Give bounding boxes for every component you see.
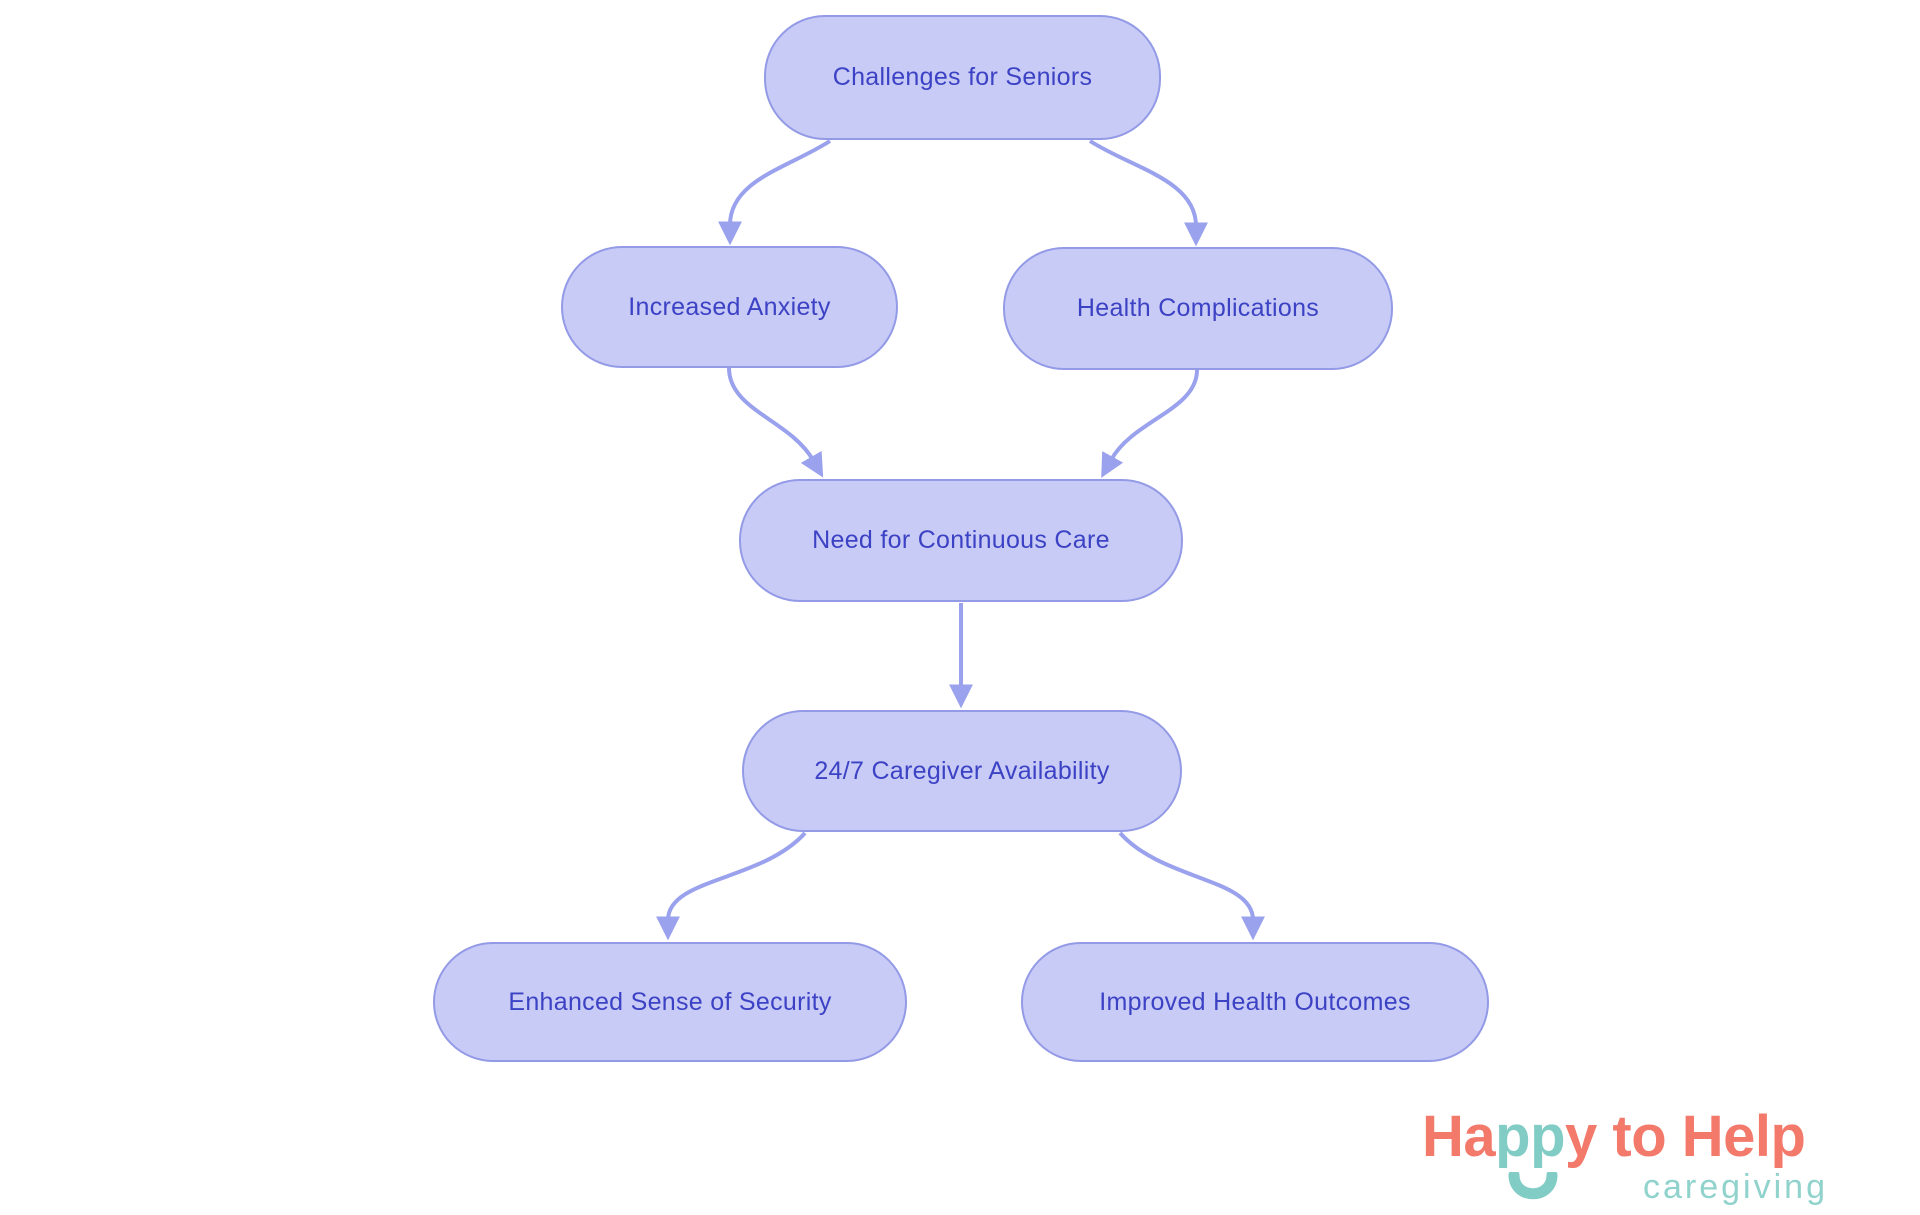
node-increased-anxiety: Increased Anxiety: [561, 246, 898, 368]
edge-challenges-to-health: [1088, 139, 1208, 247]
edge-availability-to-outcomes: [1118, 831, 1265, 941]
node-need-for-continuous-care: Need for Continuous Care: [739, 479, 1183, 602]
node-challenges-for-seniors: Challenges for Seniors: [764, 15, 1161, 140]
logo-subtitle: caregiving: [1643, 1168, 1828, 1206]
node-enhanced-sense-of-security: Enhanced Sense of Security: [433, 942, 907, 1062]
logo-text-y-to-help: y to Help: [1565, 1104, 1806, 1169]
edge-availability-to-security: [656, 831, 807, 941]
edge-challenges-to-anxiety: [718, 139, 832, 246]
edge-health-to-need: [1101, 369, 1199, 478]
edge-anxiety-to-need: [727, 367, 824, 478]
happy-to-help-logo: Happy to Help caregiving: [1422, 1108, 1892, 1208]
logo-text-pp: pp: [1495, 1104, 1566, 1169]
logo-wordmark: Happy to Help: [1422, 1108, 1806, 1166]
node-health-complications: Health Complications: [1003, 247, 1393, 370]
logo-text-ha: Ha: [1422, 1104, 1496, 1169]
node-improved-health-outcomes: Improved Health Outcomes: [1021, 942, 1489, 1062]
node-caregiver-availability: 24/7 Caregiver Availability: [742, 710, 1182, 832]
smile-icon: [1508, 1172, 1558, 1200]
